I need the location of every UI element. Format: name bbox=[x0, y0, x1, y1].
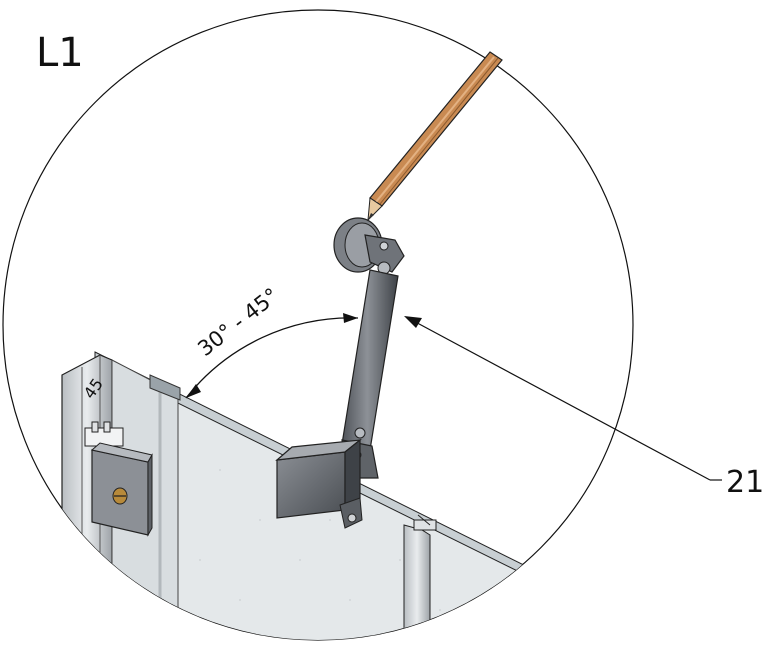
part-number: 21 bbox=[726, 465, 764, 500]
glass-clamp bbox=[276, 451, 346, 519]
door-profile bbox=[403, 524, 431, 640]
detail-label: L1 bbox=[36, 30, 84, 76]
wall-clip bbox=[84, 421, 153, 537]
part-callout: 21 bbox=[404, 316, 764, 500]
pencil-icon bbox=[367, 51, 503, 222]
stabilizer-arm bbox=[275, 217, 405, 529]
